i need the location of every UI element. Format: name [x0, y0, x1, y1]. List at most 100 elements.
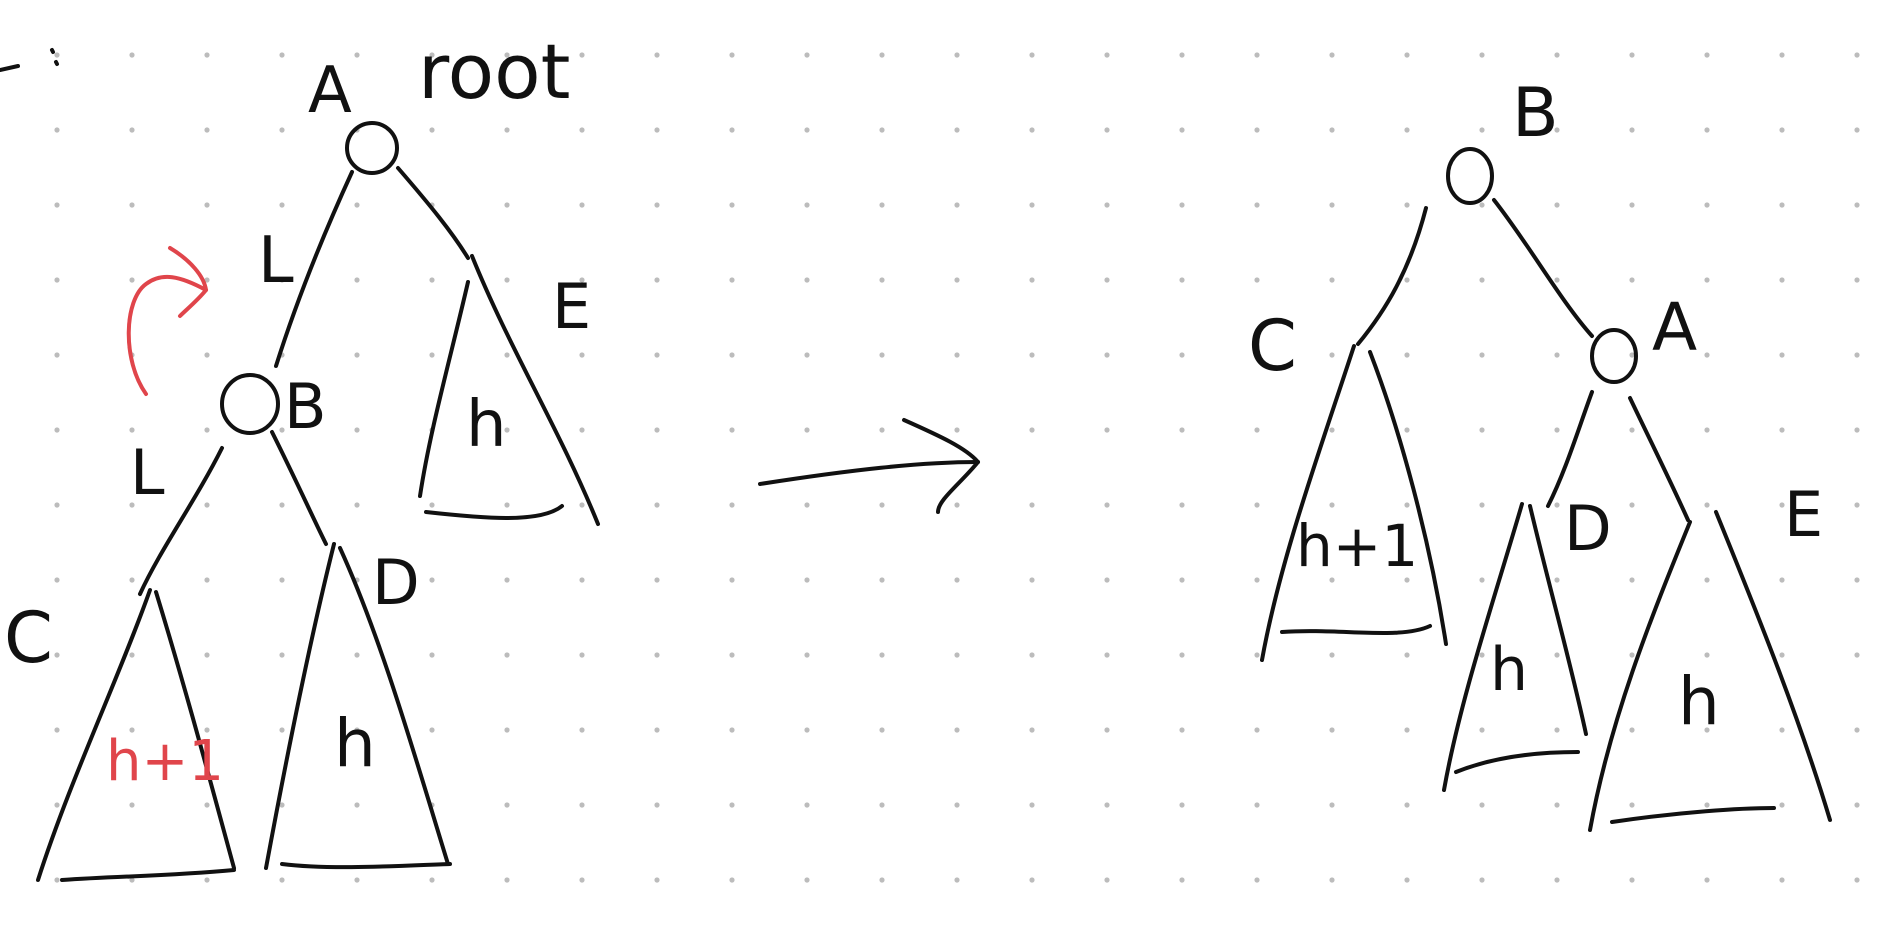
- grid-dot: [954, 877, 960, 883]
- grid-dot: [1704, 577, 1710, 583]
- grid-dot: [1854, 427, 1860, 433]
- node-b-after-label: B: [1512, 74, 1559, 153]
- grid-dot: [504, 52, 510, 58]
- grid-dot: [1779, 427, 1785, 433]
- grid-dot: [1629, 52, 1635, 58]
- grid-dot: [1029, 427, 1035, 433]
- grid-dot: [1254, 577, 1260, 583]
- grid-dot: [204, 577, 210, 583]
- grid-dot: [1629, 802, 1635, 808]
- grid-dot: [1629, 877, 1635, 883]
- grid-dot: [729, 127, 735, 133]
- grid-dot: [1404, 727, 1410, 733]
- grid-dot: [1404, 427, 1410, 433]
- grid-dot: [1104, 652, 1110, 658]
- grid-dot: [1179, 577, 1185, 583]
- grid-dot: [1029, 127, 1035, 133]
- grid-dot: [954, 577, 960, 583]
- grid-dot: [1554, 277, 1560, 283]
- subtree-c-after: C h+1: [1248, 305, 1448, 662]
- grid-dot: [1554, 502, 1560, 508]
- grid-dot: [1704, 277, 1710, 283]
- node-b-after-circle: [1446, 147, 1494, 205]
- grid-dot: [54, 877, 60, 883]
- grid-dot: [204, 877, 210, 883]
- grid-dot: [1629, 652, 1635, 658]
- grid-dot: [429, 577, 435, 583]
- grid-dot: [1479, 802, 1485, 808]
- grid-dot: [1629, 352, 1635, 358]
- grid-dot: [1254, 277, 1260, 283]
- grid-dot: [1629, 127, 1635, 133]
- grid-dot: [1854, 502, 1860, 508]
- subtree-e-after: E h: [1588, 478, 1832, 832]
- grid-dot: [654, 127, 660, 133]
- grid-dot: [804, 577, 810, 583]
- grid-dot: [1404, 877, 1410, 883]
- grid-dot: [804, 352, 810, 358]
- grid-dot: [879, 652, 885, 658]
- grid-dot: [879, 127, 885, 133]
- subtree-d-before: D h: [264, 542, 452, 870]
- grid-dot: [579, 652, 585, 658]
- edge-b-d: [270, 430, 328, 546]
- grid-dot: [729, 352, 735, 358]
- grid-dot: [879, 352, 885, 358]
- grid-dot: [804, 652, 810, 658]
- grid-dot: [354, 277, 360, 283]
- grid-dot: [1854, 52, 1860, 58]
- grid-dot: [504, 802, 510, 808]
- subtree-c-after-height: h+1: [1296, 512, 1418, 580]
- grid-dot: [129, 202, 135, 208]
- grid-dot: [1179, 202, 1185, 208]
- grid-dot: [1404, 277, 1410, 283]
- grid-dot: [1329, 52, 1335, 58]
- grid-dot: [1779, 802, 1785, 808]
- grid-dot: [1704, 352, 1710, 358]
- grid-dot: [879, 277, 885, 283]
- grid-dot: [879, 877, 885, 883]
- grid-dot: [54, 652, 60, 658]
- grid-dot: [129, 277, 135, 283]
- grid-dot: [429, 877, 435, 883]
- grid-dot: [1554, 877, 1560, 883]
- tree-before: A root L B L C h+1: [4, 27, 600, 882]
- grid-dot: [1029, 652, 1035, 658]
- node-b-circle: [220, 373, 280, 435]
- grid-dot: [1179, 52, 1185, 58]
- grid-dot: [204, 202, 210, 208]
- grid-dot: [1479, 427, 1485, 433]
- grid-dot: [1404, 652, 1410, 658]
- grid-dot: [1554, 352, 1560, 358]
- grid-dot: [54, 352, 60, 358]
- grid-dot: [504, 277, 510, 283]
- grid-dot: [1404, 802, 1410, 808]
- grid-dot: [1629, 202, 1635, 208]
- grid-dot: [954, 127, 960, 133]
- grid-dot: [1779, 52, 1785, 58]
- grid-dot: [804, 802, 810, 808]
- grid-dot: [504, 127, 510, 133]
- grid-dot: [954, 727, 960, 733]
- grid-dot: [1554, 727, 1560, 733]
- grid-dot: [804, 427, 810, 433]
- grid-dot: [1254, 352, 1260, 358]
- grid-dot: [1554, 127, 1560, 133]
- grid-dot: [1779, 277, 1785, 283]
- grid-dot: [804, 502, 810, 508]
- grid-dot: [1329, 277, 1335, 283]
- grid-dot: [1254, 652, 1260, 658]
- grid-dot: [1479, 652, 1485, 658]
- grid-dot: [1704, 52, 1710, 58]
- grid-dot: [279, 877, 285, 883]
- grid-dot: [954, 52, 960, 58]
- grid-dot: [654, 877, 660, 883]
- grid-dot: [879, 577, 885, 583]
- grid-dot: [1704, 202, 1710, 208]
- grid-dot: [54, 502, 60, 508]
- grid-dot: [504, 577, 510, 583]
- edge-b-a-after: [1492, 198, 1594, 338]
- grid-dot: [1029, 277, 1035, 283]
- grid-dot: [729, 877, 735, 883]
